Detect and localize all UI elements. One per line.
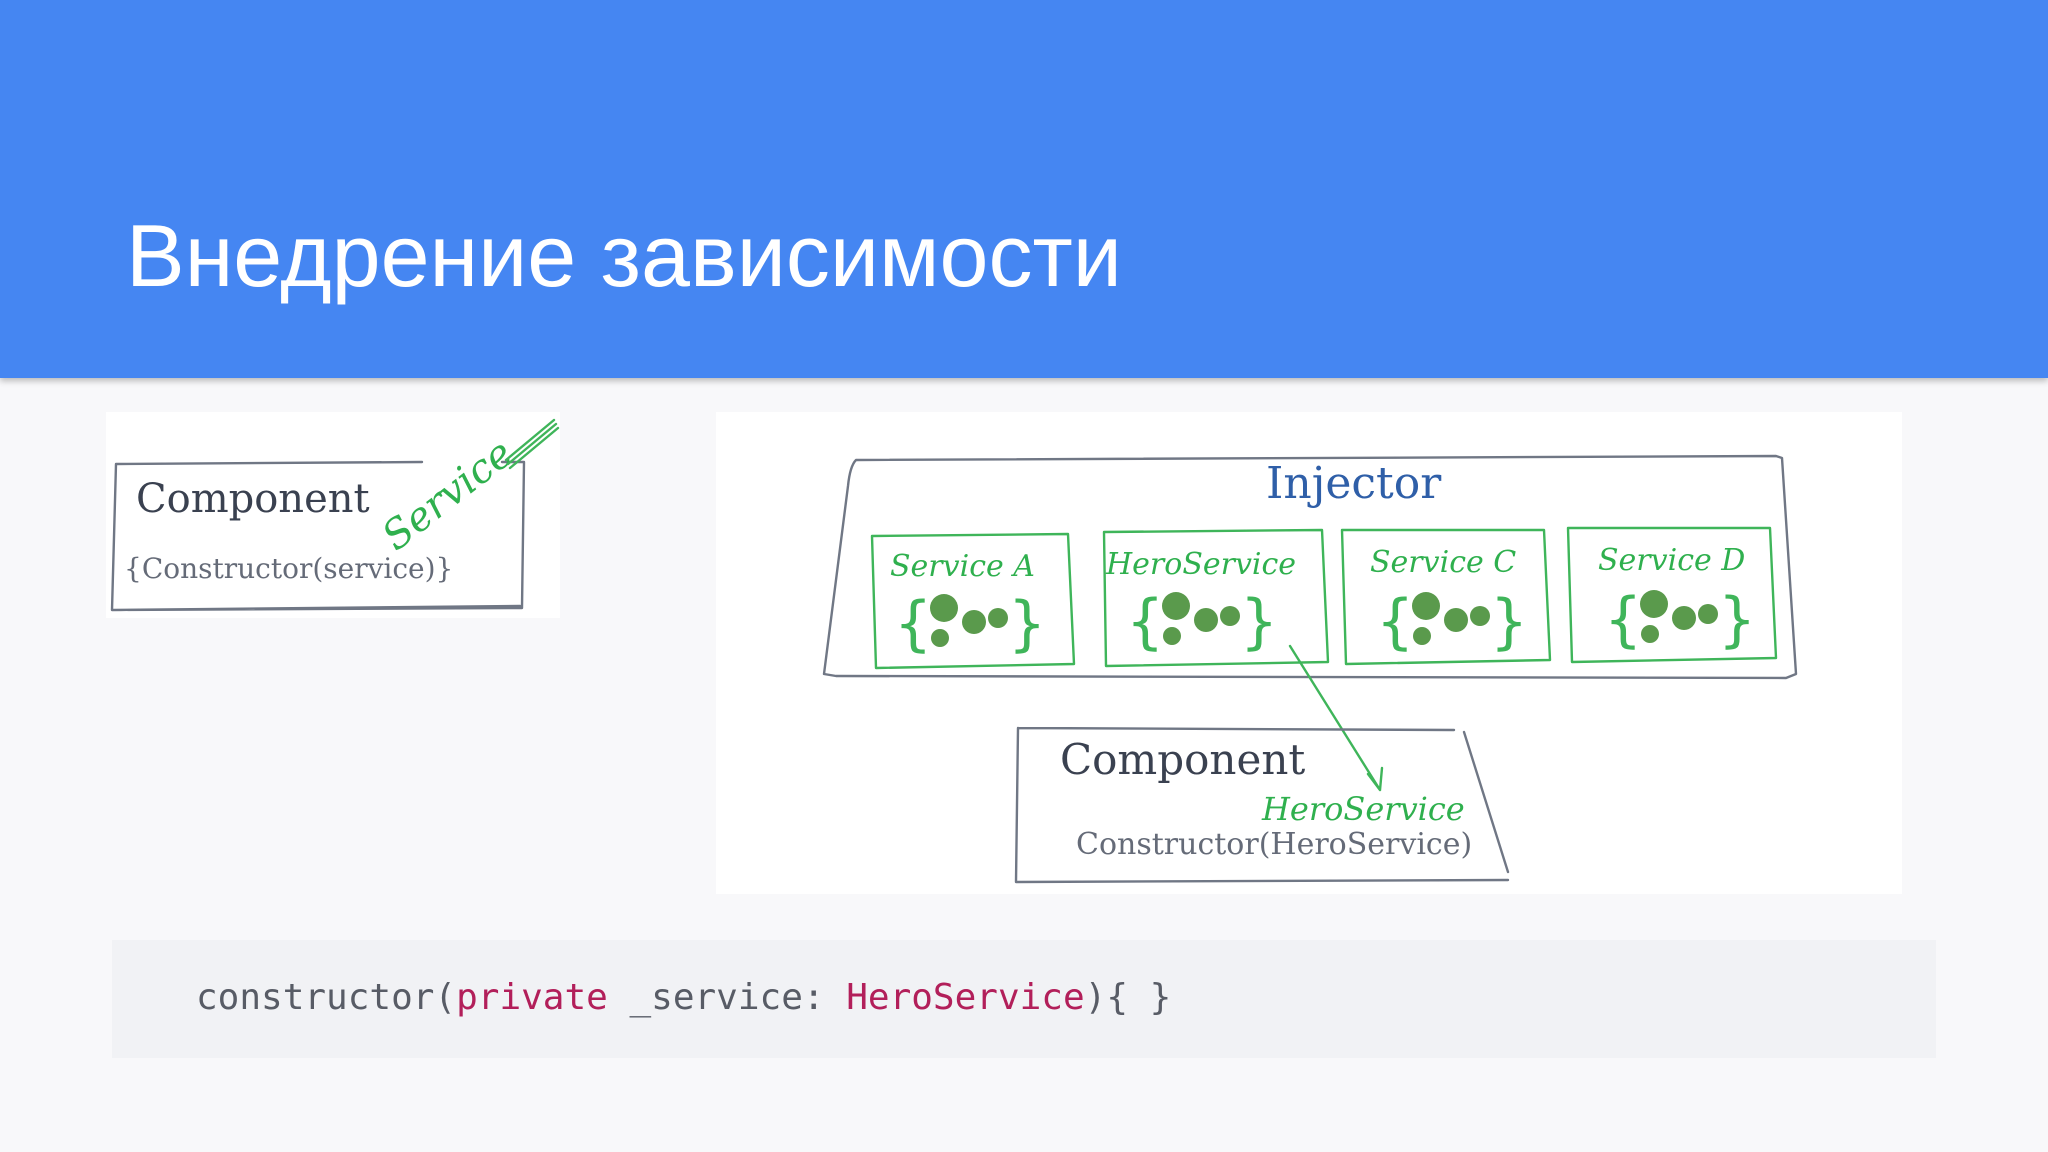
- constructor-label: Constructor(HeroService): [1076, 827, 1472, 862]
- code-constructor: constructor(: [196, 977, 457, 1018]
- service-brace-icon: }: [1240, 587, 1278, 657]
- slide-header: Внедрение зависимости: [0, 0, 2048, 378]
- service-brace-icon: }: [1718, 585, 1756, 655]
- service-box-label: Service D: [1598, 543, 1745, 578]
- gears-icon: [1162, 592, 1240, 645]
- injector-label: Injector: [1266, 458, 1442, 509]
- service-brace-icon: }: [1490, 587, 1528, 657]
- injector-box: [822, 454, 1798, 680]
- constructor-label: {Constructor(service)}: [124, 552, 453, 585]
- injector-diagram: Injector Service A { } HeroService { }: [716, 412, 1902, 894]
- service-box-heroservice: HeroService { }: [1102, 528, 1330, 668]
- code-keyword: private: [456, 977, 608, 1018]
- component-label: Component: [1060, 735, 1305, 784]
- service-box-d: Service D { }: [1566, 526, 1778, 664]
- code-line: constructor(private _service: HeroServic…: [196, 970, 1171, 1026]
- gears-icon: [930, 594, 1008, 647]
- service-box-label: Service C: [1370, 545, 1516, 580]
- injector-diagram-svg: Injector Service A { } HeroService { }: [822, 454, 1798, 884]
- service-box-label: HeroService: [1105, 547, 1296, 582]
- service-stroke-marks: [504, 418, 560, 470]
- component-service-sketch: Component {Constructor(service)} Service: [106, 412, 560, 618]
- code-type: HeroService: [846, 977, 1085, 1018]
- gears-icon: [1640, 590, 1718, 643]
- service-brace-icon: {: [894, 589, 932, 659]
- service-brace-icon: {: [1376, 587, 1414, 657]
- service-brace-icon: {: [1604, 585, 1642, 655]
- code-body: ){ }: [1084, 977, 1172, 1018]
- service-box-label: Service A: [890, 549, 1035, 584]
- component-box: [1014, 726, 1510, 884]
- service-box-c: Service C { }: [1340, 528, 1552, 666]
- component-label: Component: [136, 476, 370, 522]
- service-label: Service: [374, 430, 522, 560]
- injection-arrow: [1288, 644, 1384, 792]
- injected-service-label: HeroService: [1261, 790, 1465, 828]
- service-brace-icon: {: [1126, 587, 1164, 657]
- gears-icon: [1412, 592, 1490, 645]
- component-sketch-svg: Component {Constructor(service)} Service: [110, 418, 560, 612]
- slide-title: Внедрение зависимости: [126, 206, 1122, 305]
- service-box-a: Service A { }: [870, 532, 1076, 670]
- code-param: _service:: [607, 977, 847, 1018]
- service-brace-icon: }: [1008, 589, 1046, 659]
- code-snippet: constructor(private _service: HeroServic…: [112, 940, 1936, 1058]
